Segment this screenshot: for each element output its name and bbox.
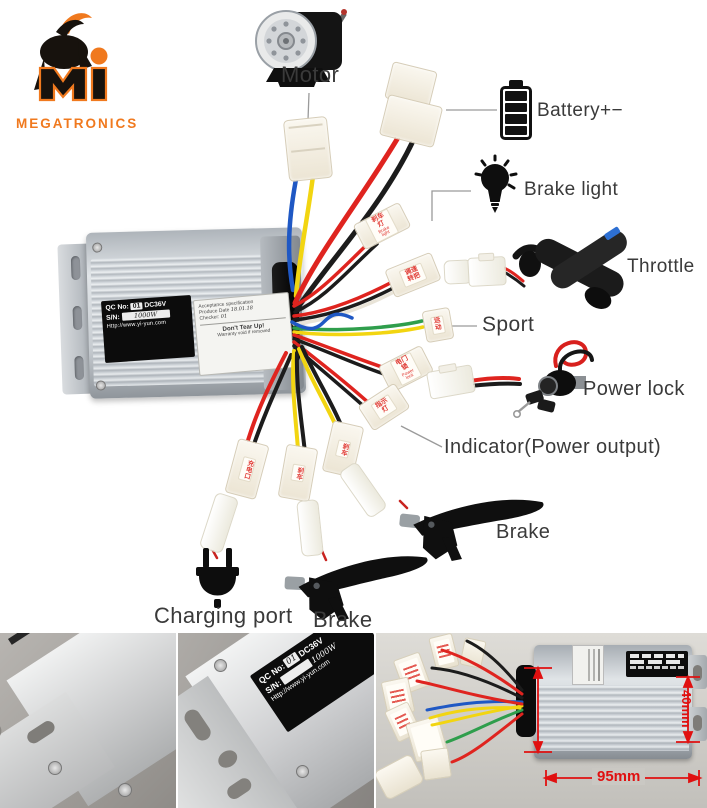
warranty-sticker: Acceptance specification Produce Date 18… xyxy=(192,291,296,377)
keyhole-face xyxy=(538,376,558,396)
qc-prefix: QC No: xyxy=(105,303,130,312)
sticker-checker: 01 xyxy=(220,313,228,320)
bracket-slot xyxy=(224,775,254,802)
throttle-label: Throttle xyxy=(627,256,695,277)
plug-body xyxy=(199,576,236,596)
detail-photo-label: QC No: 01 DC36V S/N: 1000W Http://www.yi… xyxy=(178,633,374,808)
key-switch-black-wire xyxy=(558,349,594,372)
sport-connector-tag: 运动 xyxy=(430,315,446,335)
brand-logo-mark xyxy=(34,13,108,102)
sticker-line3: Checker: xyxy=(199,314,220,322)
motor-connector xyxy=(282,115,334,183)
throttle-speed-connector: 调速转把 xyxy=(384,251,442,299)
brake1-connector: 刹车 xyxy=(277,443,319,503)
brake1-connector-tag: 刹车 xyxy=(290,463,306,483)
battery-label: Battery+− xyxy=(537,100,623,121)
mini-connector xyxy=(459,637,487,669)
logo-i-dot xyxy=(90,47,108,65)
goat-body xyxy=(40,35,88,69)
sport-connector: 运动 xyxy=(421,306,455,344)
power-lock-label: Power lock xyxy=(583,378,685,400)
brake-light-label: Brake light xyxy=(524,179,619,200)
brake-light-connector-tag: 刹车灯 Brake light xyxy=(364,208,400,244)
bracket-hole xyxy=(214,746,241,772)
charging-port-connector-tag: 充电口 xyxy=(237,455,257,483)
motor-bracket xyxy=(266,68,330,87)
bracket-slot xyxy=(181,706,214,744)
key-switch-photo xyxy=(513,340,594,419)
charging-inline-connector xyxy=(198,491,240,555)
charging-port-connector: 充电口 xyxy=(224,437,270,501)
power-lock-connector-tag: 电门锁 Power lock xyxy=(389,351,423,387)
detail-photo-corner xyxy=(0,633,176,808)
mount-tab xyxy=(688,655,707,689)
motor-photo xyxy=(255,9,347,87)
light-rays xyxy=(474,154,518,190)
blue-stripe xyxy=(604,226,621,240)
photo-controller-body xyxy=(534,645,692,759)
latch-tab xyxy=(478,252,495,262)
controller-photo: QC No: 01 DC36V S/N: 1000W Http://www.yi… xyxy=(56,224,307,400)
charging-plug-icon xyxy=(196,548,239,608)
key-ring xyxy=(513,410,522,419)
plug-prong xyxy=(226,548,232,568)
throttle-speed-connector-tag: 调速转把 xyxy=(398,262,428,288)
indicator-label: Indicator(Power output) xyxy=(444,436,662,458)
photo-black-label xyxy=(626,651,688,677)
logo-letter-i xyxy=(90,66,108,102)
measurement-photo xyxy=(376,633,707,808)
battery-connector-body xyxy=(378,93,444,149)
indicator-connector-tag: 指示灯 xyxy=(370,393,398,421)
photo-cable-gland xyxy=(516,665,536,737)
motor-label: Motor xyxy=(281,62,340,87)
motor-endcap-holes xyxy=(266,21,306,61)
brand-name: MEGATRONICS xyxy=(16,116,139,131)
sn-prefix: S/N: xyxy=(105,313,120,322)
power-lock-latch-connector xyxy=(425,362,477,400)
key-2 xyxy=(537,398,556,413)
sport-label: Sport xyxy=(482,313,535,336)
motor-shaft xyxy=(341,9,347,15)
width-dimension: 95mm xyxy=(592,768,646,785)
mini-connector xyxy=(420,747,452,781)
throttle-photo xyxy=(512,226,627,309)
plug-prong xyxy=(203,548,209,568)
brake-light-icon xyxy=(474,154,518,213)
bracket-slot xyxy=(24,718,58,746)
brake-light-connector: 刹车灯 Brake light xyxy=(352,201,412,251)
controller-spec-label: QC No: 01 DC36V S/N: 1000W Http://www.yi… xyxy=(100,294,196,364)
charging-port-label: Charging port xyxy=(154,603,293,628)
brake-lever-left xyxy=(284,556,428,622)
indicator-connector: 指示灯 xyxy=(357,382,411,432)
height-dimension: 40mm xyxy=(679,690,694,728)
power-lock-connector: 电门锁 Power lock xyxy=(377,344,435,394)
voltage: DC36V xyxy=(144,300,167,310)
photo-white-sticker xyxy=(572,645,604,685)
mini-connector xyxy=(428,633,460,672)
bracket-hole xyxy=(0,718,5,744)
connector-latch xyxy=(288,123,323,129)
battery-icon xyxy=(500,80,532,140)
brake2-inline-connector xyxy=(337,460,389,520)
brake-lever-right xyxy=(399,499,544,561)
logo-letter-m xyxy=(38,66,88,102)
brake-left-label: Brake xyxy=(313,607,373,632)
throttle-inline-connector-m xyxy=(467,252,507,287)
qc-value: 01 xyxy=(130,302,143,311)
brake2-connector-tag: 刹车 xyxy=(334,439,352,459)
brake-right-label: Brake xyxy=(496,521,551,543)
